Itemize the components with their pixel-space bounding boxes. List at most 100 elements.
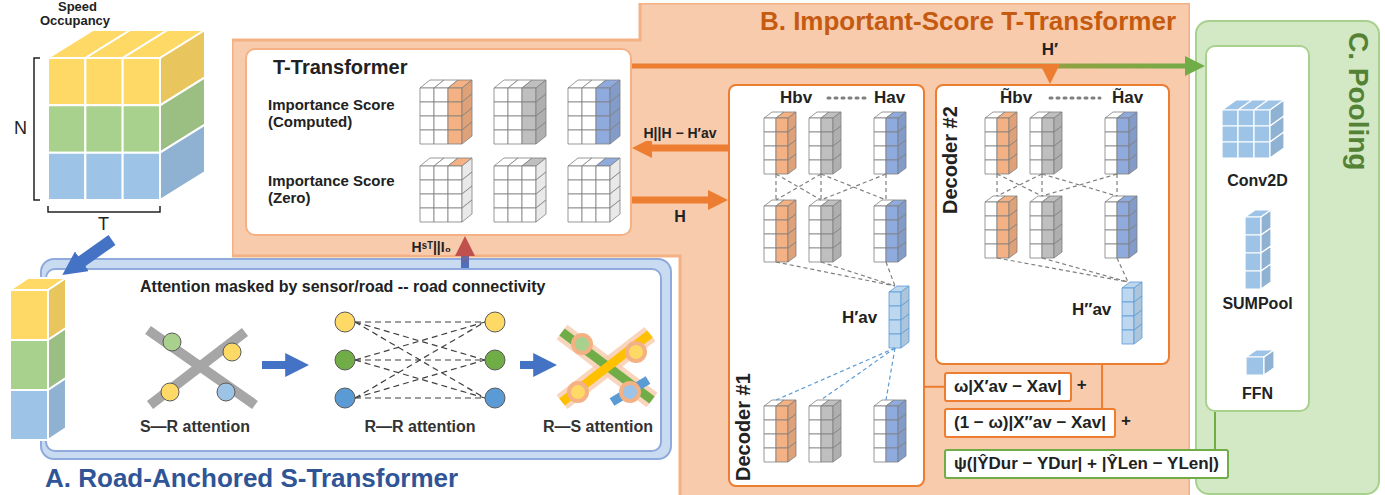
tensor-cell [1122,288,1134,302]
tensor-cell [1105,216,1117,230]
tensor-block [809,112,841,174]
tensor-cell [522,180,536,194]
step-label: R—S attention [543,418,653,436]
tensor-cell [886,160,898,174]
tensor-cell [821,434,833,448]
tensor-cell [508,116,522,130]
input-slice [10,290,48,340]
tensor-cell [764,234,776,248]
tensor-block [420,80,472,144]
tensor-cell [821,234,833,248]
tensor-cell [764,220,776,234]
road-graph [217,383,235,401]
panel-title: B. Important-Score T-Transformer [760,7,1176,37]
tensor-cell [448,208,462,222]
tensor-block [764,400,796,462]
row-label: Importance Score (Computed) [268,96,408,131]
tensor-cell [776,160,788,174]
tensor-cell [886,406,898,420]
tensor-cell [582,194,596,208]
edge-label: H′ [1040,40,1060,60]
tensor-cell [1222,126,1238,142]
tensor-cell [764,160,776,174]
tensor-cell [420,116,434,130]
tensor-cell [997,202,1009,216]
tensor-cell [1105,160,1117,174]
tensor-cell [596,102,610,116]
tensor-cell [1042,160,1054,174]
tensor-cell [997,132,1009,146]
tensor-cell [568,194,582,208]
tensor-label: Hbv [780,88,812,108]
edge-label: H||H − H′av [641,125,718,141]
tensor-cell [568,208,582,222]
tensor-cell [776,220,788,234]
tensor-cell [1030,118,1042,132]
edge-label: Hˢᵀ||I₀ [410,239,453,255]
tensor-cell [448,180,462,194]
tensor-cell [821,160,833,174]
tensor-cell [997,146,1009,160]
tensor-cell [764,118,776,132]
tensor-cell [1246,357,1264,375]
tensor-cell [508,88,522,102]
tensor-cell [434,180,448,194]
connector [632,66,1050,68]
tensor-cell [764,420,776,434]
tensor-cell [420,194,434,208]
tensor-cell [494,130,508,144]
connector [1214,412,1216,449]
tensor-cell [889,292,901,306]
tensor-block [874,112,906,174]
tensor-cell [886,146,898,160]
layer-name: SUMPool [1207,295,1308,313]
tensor-block [1030,196,1062,258]
tensor-cell [1030,230,1042,244]
tensor-cell [776,248,788,262]
tensor-block [809,200,841,262]
tensor-block [494,158,546,222]
axis-bracket [34,58,160,212]
tensor-cell [776,132,788,146]
tensor-cell [420,88,434,102]
tensor-cell [821,406,833,420]
tensor-label: H̃bv [1000,88,1032,108]
loss-term: (1 − ω)|X″av − Xav| [944,408,1116,438]
attention-graph [485,388,505,408]
tensor-block [764,200,796,262]
tensor-cell [889,334,901,348]
flow-arrow [262,361,290,369]
tensor-cell [985,118,997,132]
tensor-cell [809,160,821,174]
input-tensor [85,58,122,105]
loss-term: ψ(|ŶDur − YDur| + |ŶLen − YLen|) [944,449,1229,479]
tensor-label: Hav [874,88,905,108]
tensor-cell [596,116,610,130]
tensor-cell [1042,118,1054,132]
tensor-cell [821,448,833,462]
tensor-cell [596,194,610,208]
layer-name: Conv2D [1207,172,1308,190]
attention-graph [335,312,355,332]
tensor-cell [886,220,898,234]
tensor-cell [985,244,997,258]
tensor-cell [1238,126,1254,142]
layer-name: FFN [1207,385,1308,403]
tensor-cell [886,234,898,248]
tensor-cell [776,146,788,160]
tensor-cell [582,130,596,144]
tensor-label: H′av [842,308,877,328]
tensor-cell [582,180,596,194]
tensor-cell [886,448,898,462]
tensor-cell [764,248,776,262]
tensor-cell [997,216,1009,230]
tensor-block [889,286,909,348]
tensor-cell [764,406,776,420]
tensor-cell [874,448,886,462]
tensor-cell [522,208,536,222]
tensor-cell [886,206,898,220]
input-tensor [85,105,122,152]
tensor-label: H̃av [1112,88,1143,108]
tensor-cell [874,248,886,262]
tensor-cell [1030,160,1042,174]
